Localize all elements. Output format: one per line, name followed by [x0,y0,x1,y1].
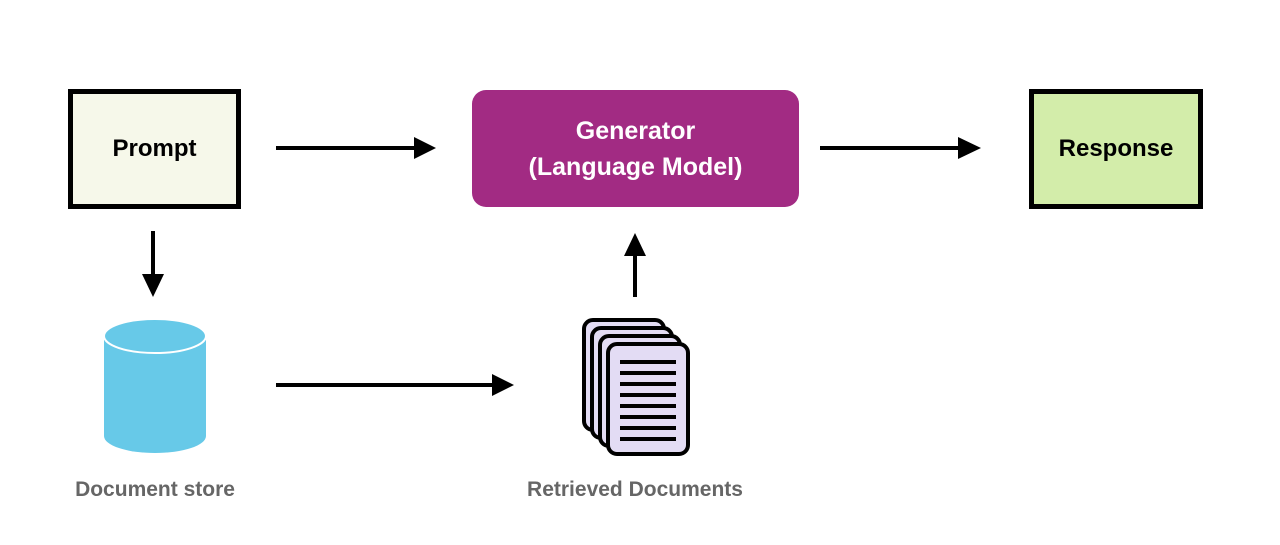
prompt-node: Prompt [68,89,241,209]
generator-node: Generator (Language Model) [472,90,799,207]
prompt-label: Prompt [112,135,197,162]
arrow-prompt-to-generator [276,137,436,159]
document-stack-icon [582,318,690,456]
arrow-retrieved-to-generator [624,233,646,297]
response-label: Response [1058,135,1174,162]
database-icon [103,318,207,453]
arrow-prompt-to-store [142,231,164,297]
retrieved-documents-caption: Retrieved Documents [527,478,743,501]
document-store-caption: Document store [75,478,235,501]
generator-subtitle: (Language Model) [528,152,743,181]
arrow-generator-to-response [820,137,981,159]
response-node: Response [1029,89,1203,209]
generator-title: Generator [575,116,696,145]
arrow-store-to-retrieved [276,374,514,396]
